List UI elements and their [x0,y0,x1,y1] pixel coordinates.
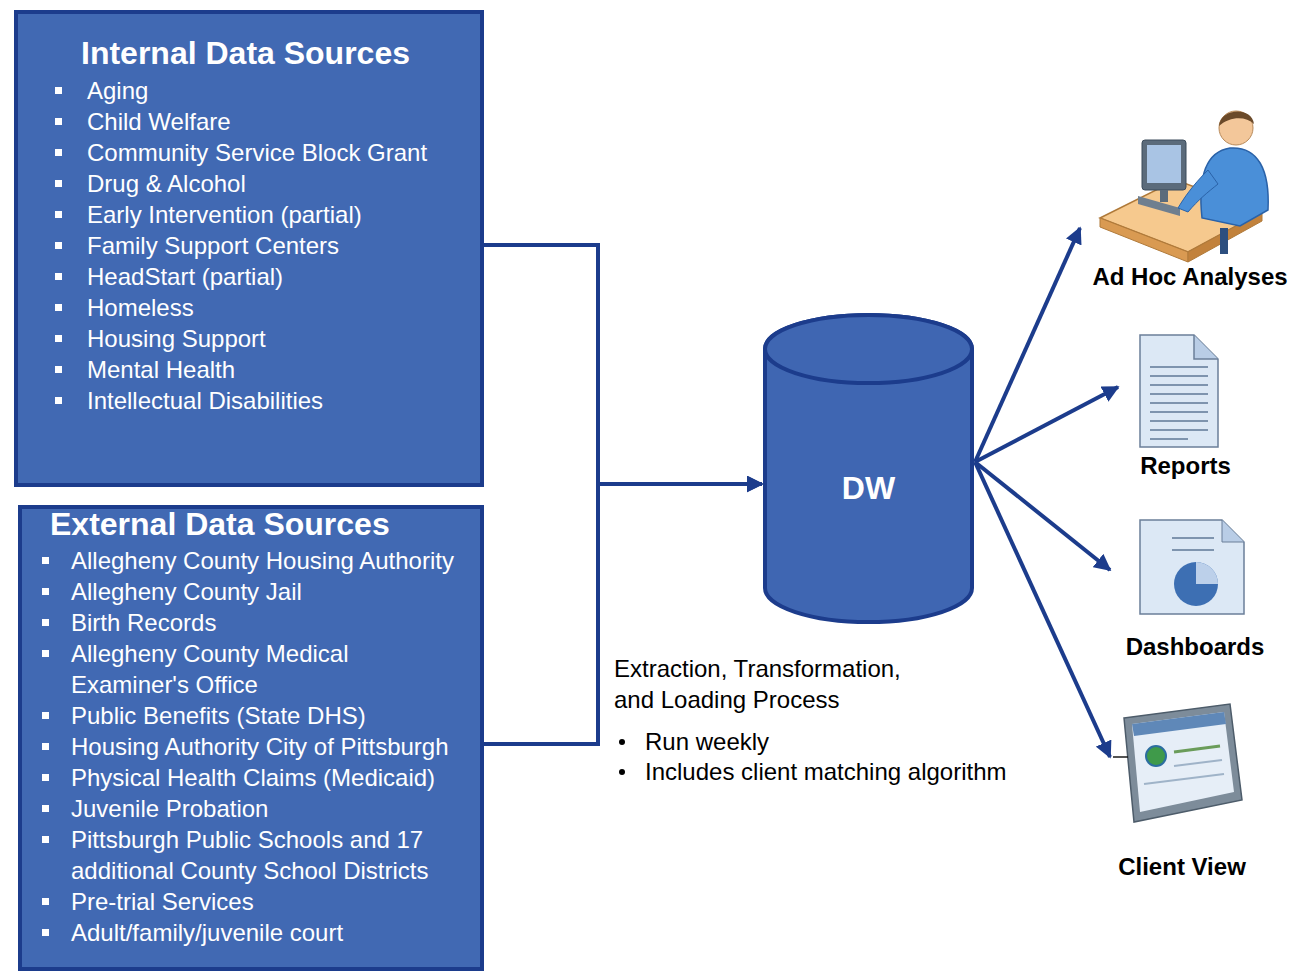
output-caption: Dashboards [1110,633,1280,661]
source-item: Physical Health Claims (Medicaid) [42,762,470,793]
source-item: Pre-trial Services [42,886,470,917]
output-illustration [1118,325,1253,452]
output-icon: Dashboards [1110,516,1280,661]
source-item: Allegheny County Housing Authority [42,545,470,576]
flow-arrow [975,462,1110,757]
source-item: Early Intervention (partial) [55,199,466,230]
source-item: Intellectual Disabilities [55,385,466,416]
output-icon: Reports [1118,325,1253,480]
flow-arrow [975,228,1080,462]
flow-arrow [484,245,762,484]
panel-heading: External Data Sources [42,509,470,539]
output-illustration [1110,516,1280,633]
source-item: Allegheny County Jail [42,576,470,607]
process-bullet: Run weekly [614,726,1005,757]
flow-arrow [975,387,1118,462]
source-item: Housing Support [55,323,466,354]
output-icon: Ad Hoc Analyses [1080,100,1300,291]
panel-heading: Internal Data Sources [55,36,466,70]
output-caption: Client View [1110,853,1254,881]
output-illustration [1080,100,1300,263]
flow-arrow [975,462,1110,570]
warehouse-label: DW [762,312,975,507]
source-panel: Internal Data SourcesAgingChild WelfareC… [14,10,484,487]
source-item: Family Support Centers [55,230,466,261]
process-bullet: Includes client matching algorithm [614,756,1045,787]
source-item: Community Service Block Grant [55,137,466,168]
source-item: Child Welfare [55,106,466,137]
source-item: HeadStart (partial) [55,261,466,292]
source-item: Juvenile Probation [42,793,470,824]
source-item: Aging [55,75,466,106]
source-item: Drug & Alcohol [55,168,466,199]
output-illustration [1110,700,1254,853]
source-item: Adult/family/juvenile court [42,917,470,948]
output-caption: Ad Hoc Analyses [1080,263,1300,291]
warehouse-cylinder: DW [762,312,975,625]
process-note: Extraction, Transformation, and Loading … [614,653,934,715]
source-item: Public Benefits (State DHS) [42,700,470,731]
source-item: Housing Authority City of Pittsburgh [42,731,470,762]
cylinder-shape [762,312,975,625]
source-item: Homeless [55,292,466,323]
source-item: Birth Records [42,607,470,638]
source-item: Mental Health [55,354,466,385]
output-caption: Reports [1118,452,1253,480]
output-icon: Client View [1110,700,1254,881]
source-panel: External Data SourcesAllegheny County Ho… [18,505,484,971]
source-item: Allegheny County Medical Examiner's Offi… [42,638,470,700]
source-item: Pittsburgh Public Schools and 17 additio… [42,824,470,886]
